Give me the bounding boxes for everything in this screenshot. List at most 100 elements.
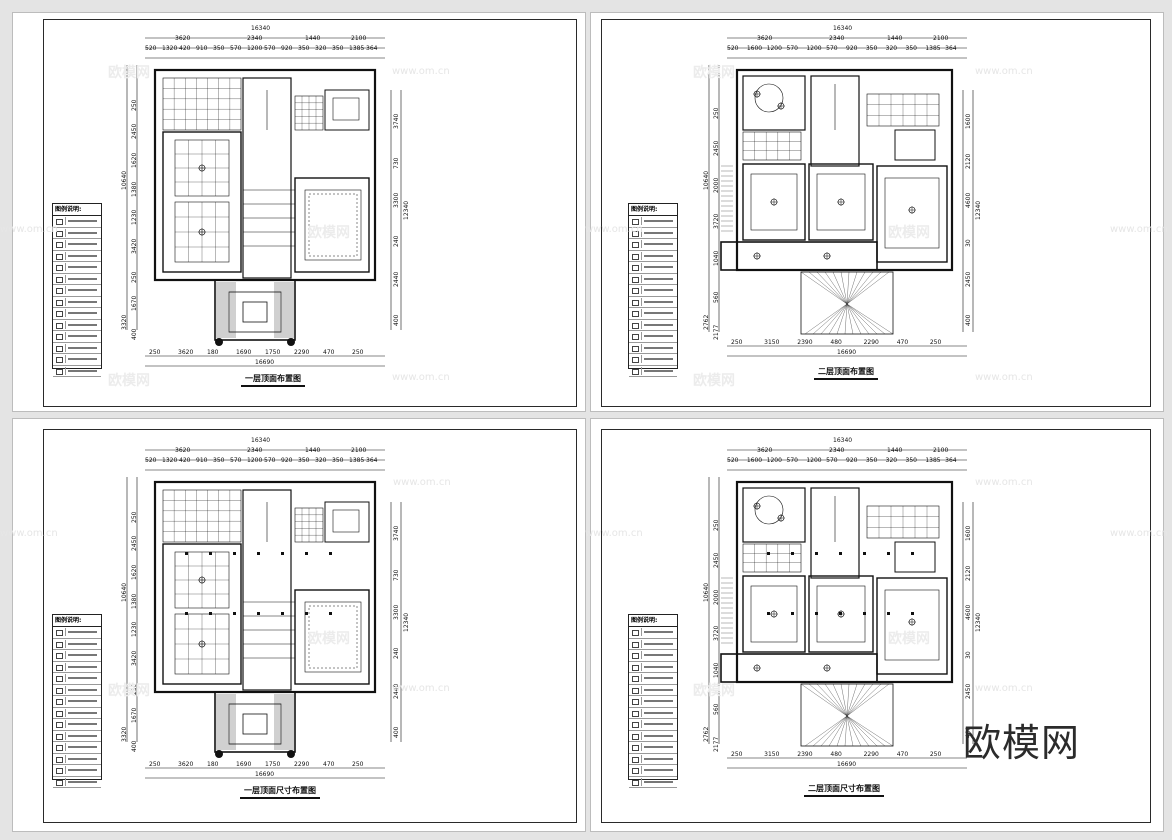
legend-text-line <box>68 631 97 634</box>
legend-symbol-icon <box>629 309 642 318</box>
dimension-left-total: 10640 <box>121 170 128 190</box>
dimension-marker <box>305 552 308 555</box>
legend-symbol-icon <box>53 639 66 648</box>
porch-ceiling <box>228 703 282 745</box>
dimension-top-row2: 570 <box>230 457 242 464</box>
dimension-left-col: 2000 <box>713 177 720 193</box>
legend-row <box>53 239 101 251</box>
legend-symbol-icon <box>53 343 66 352</box>
roof-hatch <box>846 683 858 717</box>
dimension-marker <box>815 552 818 555</box>
legend-text-line <box>644 642 673 645</box>
outer-wall <box>153 68 377 282</box>
roof-hatch <box>846 303 886 335</box>
legend-row <box>629 262 677 274</box>
dimension-bottom-row: 3150 <box>764 339 780 346</box>
dimension-top-row2: 570 <box>230 45 242 52</box>
dimension-right-col: 730 <box>393 157 400 169</box>
legend-row <box>629 777 677 788</box>
dimension-right-col: 30 <box>965 651 972 660</box>
dimension-top-row2: 1320 <box>162 457 178 464</box>
roof-hatch <box>824 683 848 717</box>
dimension-left-col: 1380 <box>131 593 138 609</box>
dimension-marker <box>863 612 866 615</box>
corridor <box>242 489 292 691</box>
dimension-left-extra: 3320 <box>121 314 128 330</box>
dimension-top-row2: 320 <box>315 457 327 464</box>
dimension-top-row1: 1440 <box>305 447 321 454</box>
legend-symbol-icon <box>53 697 66 706</box>
legend-symbol-icon <box>53 720 66 729</box>
legend-symbol-icon <box>629 240 642 249</box>
legend-symbol-icon <box>53 743 66 752</box>
dimension-left-col: 250 <box>131 99 138 111</box>
dimension-top-row2: 1200 <box>247 457 263 464</box>
legend-text-line <box>68 277 97 280</box>
legend-row <box>629 366 677 377</box>
roof-hatch <box>846 715 878 747</box>
tiled-ceiling-grid <box>162 489 242 543</box>
dimension-total-width: 16340 <box>833 437 853 444</box>
dimension-top-row2: 350 <box>905 457 917 464</box>
legend-text-line <box>68 369 97 372</box>
dimension-left-extra: 2762 <box>703 726 710 742</box>
roof-hatch <box>846 683 882 717</box>
bedroom-1 <box>742 163 806 241</box>
legend-text-line <box>644 631 673 634</box>
dimension-left-col: 250 <box>713 519 720 531</box>
dimension-left-col: 250 <box>131 511 138 523</box>
dimension-top-row2: 520 <box>145 457 157 464</box>
corridor <box>242 77 292 279</box>
dimension-marker <box>767 552 770 555</box>
legend-row <box>53 639 101 650</box>
legend-row <box>53 754 101 765</box>
roof-hatch <box>840 683 848 717</box>
roof-hatch <box>846 303 894 335</box>
drawing-frame <box>43 19 577 407</box>
legend-row <box>629 639 677 650</box>
dimension-left-col: 1670 <box>131 296 138 312</box>
legend-text-line <box>644 746 673 749</box>
balcony-room <box>742 75 806 131</box>
legend-row <box>629 320 677 331</box>
legend-row <box>629 742 677 754</box>
dimension-top-row2: 364 <box>366 45 378 52</box>
legend-text-line <box>68 323 97 326</box>
legend-row <box>53 251 101 262</box>
dimension-top-row2: 320 <box>885 457 898 464</box>
dimension-bottom-row: 180 <box>207 761 219 768</box>
dimension-bottom-total: 16690 <box>837 761 857 768</box>
roof-hatch <box>820 303 848 335</box>
dimension-top-row1: 2340 <box>247 35 263 42</box>
dimension-top-row2: 920 <box>281 457 293 464</box>
legend-text-line <box>644 757 673 760</box>
sheet-title-2: 二层顶面布置图 <box>814 367 878 380</box>
dimension-bottom-row: 250 <box>731 751 743 758</box>
bedroom <box>294 589 370 685</box>
dimension-top-row2: 420 <box>179 457 191 464</box>
legend-row <box>629 662 677 673</box>
legend-title: 图例说明: <box>53 204 101 216</box>
legend-symbol-icon <box>629 731 642 740</box>
legend-text-line <box>68 642 97 645</box>
terrace <box>720 653 878 683</box>
roof-hatch <box>800 683 848 717</box>
legend-symbol-icon <box>53 355 66 364</box>
dimension-bottom-row: 480 <box>830 339 842 346</box>
dimension-top-row2: 364 <box>366 457 378 464</box>
dimension-top-row2: 320 <box>315 45 327 52</box>
dimension-bottom-row: 250 <box>731 339 743 346</box>
roof-hatch <box>816 271 848 305</box>
tile-grid <box>742 131 802 161</box>
roof-hatch <box>846 683 850 717</box>
dimension-left-col: 1620 <box>131 152 138 168</box>
living-room <box>162 543 242 685</box>
legend-symbol-icon <box>629 297 642 306</box>
dimension-right-col: 3740 <box>393 526 400 542</box>
legend-row <box>629 216 677 228</box>
legend-symbol-icon <box>53 366 66 375</box>
legend-text-line <box>68 746 97 749</box>
roof-hatch <box>800 271 848 305</box>
legend-text-line <box>644 266 673 269</box>
legend-text-line <box>644 312 673 315</box>
